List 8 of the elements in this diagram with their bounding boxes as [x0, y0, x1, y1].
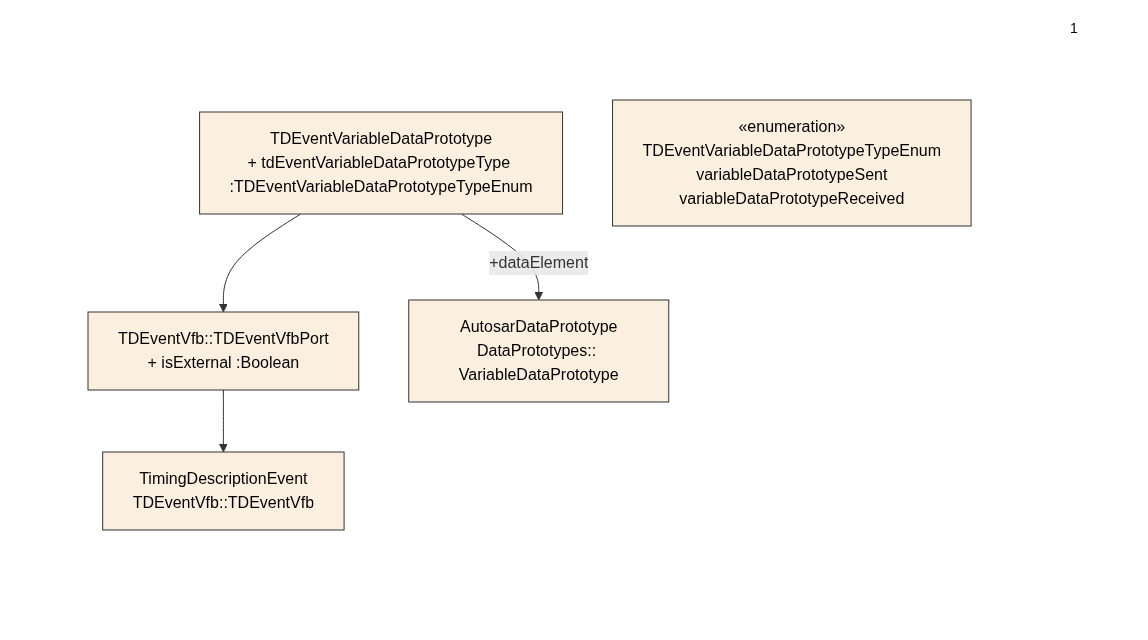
- multiplicity-label: 1: [1070, 20, 1078, 36]
- arrow: [219, 389, 229, 453]
- node-box: «enumeration» TDEventVariableDataPrototypeTypeEnum variableDataPrototypeSent variableDataPrototypeReceived: [612, 99, 973, 227]
- node-box: TDEventVfb::TDEventVfbPort + isExternal :Boolean: [87, 311, 360, 391]
- edge-label: +dataElement: [489, 254, 589, 271]
- node-box: AutosarDataPrototype DataPrototypes:: VariableDataPrototype: [408, 299, 670, 403]
- node-box: TimingDescriptionEvent TDEventVfb::TDEventVfb: [102, 451, 346, 531]
- node-box: TDEventVariableDataPrototype + tdEventVariableDataPrototypeType :TDEventVariableDataPrototypeTypeEnum: [199, 111, 564, 215]
